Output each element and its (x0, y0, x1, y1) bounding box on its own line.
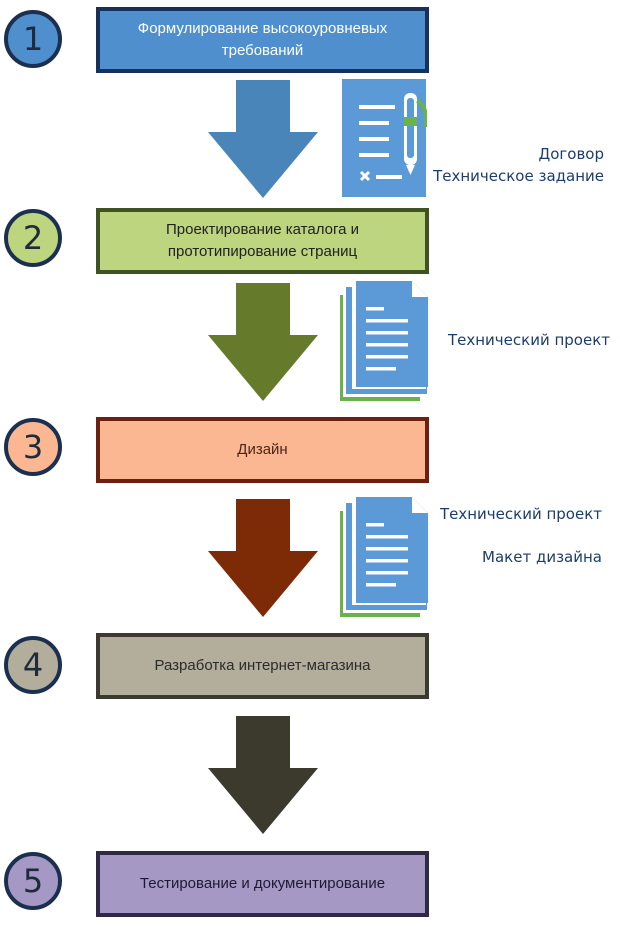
step-4-box: Разработка интернет-магазина (96, 633, 429, 699)
step-2-box: Проектирование каталога и прототипирован… (96, 208, 429, 274)
arrow-2-shape (208, 283, 318, 401)
contract-document-icon (342, 79, 427, 197)
deliverable-3-line-2: Макет дизайна (482, 548, 602, 566)
document-stack-icon (340, 281, 428, 401)
step-4-title: Разработка интернет-магазина (154, 657, 371, 674)
deliverable-1-line-2: Техническое задание (433, 167, 604, 185)
step-4-number-badge: 4 (4, 636, 62, 694)
step-1-number-badge: 1 (4, 10, 62, 68)
step-3-box: Дизайн (96, 417, 429, 483)
arrow-3-icon (208, 499, 318, 617)
step-3-number-badge: 3 (4, 418, 62, 476)
step-5-title: Тестирование и документирование (139, 875, 386, 892)
document-stack-icon (340, 497, 428, 617)
deliverable-3-line-1: Технический проект (439, 505, 602, 523)
step-1-box: Формулирование высокоуровневых требовани… (96, 7, 429, 73)
arrow-4-icon (208, 716, 318, 834)
arrow-1-icon (208, 80, 318, 198)
arrow-2-icon (208, 283, 318, 401)
deliverable-1-line-1: Договор (538, 145, 605, 163)
step-3-title: Дизайн (237, 441, 288, 458)
step-5-box: Тестирование и документирование (96, 851, 429, 917)
deliverable-2-line-1: Технический проект (447, 331, 610, 349)
step-2-title: Проектирование каталога и прототипирован… (165, 221, 360, 260)
arrow-3-shape (208, 499, 318, 617)
step-1-title: Формулирование высокоуровневых требовани… (137, 20, 388, 59)
arrow-1-shape (208, 80, 318, 198)
arrow-4-shape (208, 716, 318, 834)
step-5-number-badge: 5 (4, 852, 62, 910)
step-2-number-badge: 2 (4, 209, 62, 267)
